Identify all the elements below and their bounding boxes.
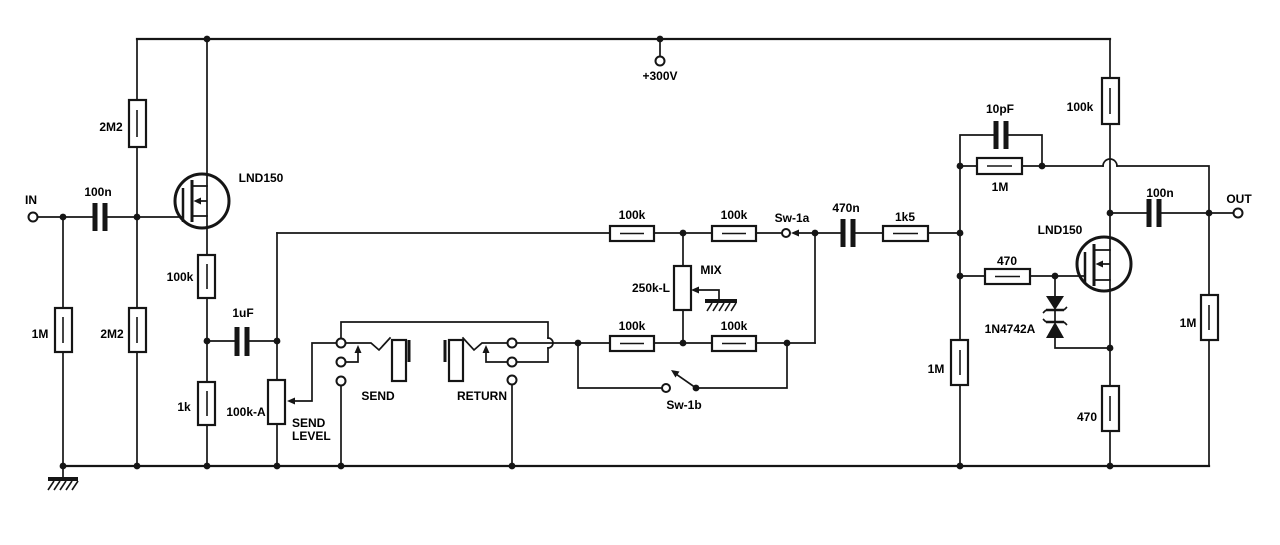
mosfet-q1: LND150 (173, 171, 284, 230)
resistor-2m2-bottom: 2M2 (100, 306, 148, 354)
potentiometer-mix: 250k-L MIX (632, 263, 737, 312)
junction-dots (59, 35, 1213, 470)
resistor-feedback-1m: 1M (975, 156, 1024, 194)
switch-sw1b-label: Sw-1b (666, 398, 701, 412)
resistor-gate-470: 470 (983, 254, 1032, 286)
resistor-2m2-top-label: 2M2 (99, 120, 123, 134)
send-level-caption-2: LEVEL (292, 429, 331, 443)
resistor-mix-top-left: 100k (608, 208, 656, 243)
send-ring-contact (335, 356, 347, 368)
mosfet-q2-label: LND150 (1038, 223, 1083, 237)
out-terminal-circle (1232, 207, 1244, 219)
capacitor-10pf-label: 10pF (986, 102, 1014, 116)
resistor-1k: 1k (177, 380, 217, 427)
mosfet-q1-label: LND150 (239, 171, 284, 185)
resistor-gate-470-label: 470 (997, 254, 1017, 268)
in-terminal-circle (27, 211, 39, 223)
return-tip-contact (506, 337, 518, 349)
supply-terminal: +300V (642, 55, 678, 83)
mosfet-q2: LND150 (1038, 223, 1133, 293)
resistor-1k5: 1k5 (881, 210, 930, 243)
supply-rail (135, 37, 1112, 57)
resistor-bias-1m: 1M (928, 338, 970, 387)
out-label: OUT (1226, 192, 1252, 206)
zener-1n4742a-label: 1N4742A (985, 322, 1036, 336)
capacitor-input-100n: 100n (84, 185, 112, 231)
ground-rail (47, 464, 1211, 491)
send-tip-contact (335, 337, 347, 349)
switch-sw1b: Sw-1b (661, 370, 702, 412)
capacitor-input-100n-label: 100n (84, 185, 111, 199)
in-label: IN (25, 193, 37, 207)
resistor-feedback-1m-label: 1M (992, 180, 1009, 194)
jack-send: SEND (335, 337, 411, 403)
jack-return: RETURN (443, 337, 518, 403)
return-ring-contact (506, 356, 518, 368)
resistor-input-1m-label: 1M (32, 327, 49, 341)
resistor-source-470-label: 470 (1077, 410, 1097, 424)
send-sleeve-contact (335, 375, 347, 387)
resistor-source-470: 470 (1077, 384, 1121, 433)
potentiometer-mix-value: 250k-L (632, 281, 670, 295)
jack-return-label: RETURN (457, 389, 507, 403)
resistor-drain-100k-label: 100k (1067, 100, 1094, 114)
resistor-mix-top-right-label: 100k (721, 208, 748, 222)
resistor-mix-top-left-label: 100k (619, 208, 646, 222)
resistor-1k-label: 1k (177, 400, 191, 414)
potentiometer-send-level-label: 100k-A (226, 405, 266, 419)
resistor-2m2-top: 2M2 (99, 98, 148, 149)
send-level-caption-1: SEND (292, 416, 326, 430)
supply-label: +300V (642, 69, 677, 83)
capacitor-470n-label: 470n (832, 201, 859, 215)
resistor-mix-bottom-right: 100k (710, 319, 758, 353)
resistor-output-1m-label: 1M (1180, 316, 1197, 330)
supply-terminal-circle (654, 55, 666, 67)
return-sleeve-contact (506, 374, 518, 386)
capacitor-output-100n: 100n (1146, 186, 1174, 227)
zener-1n4742a: 1N4742A (985, 296, 1068, 338)
input-terminal: IN (25, 193, 39, 223)
resistor-input-1m: 1M (32, 306, 74, 354)
resistor-mix-top-right: 100k (710, 208, 758, 243)
resistor-mix-bottom-left: 100k (608, 319, 656, 353)
capacitor-coupling-1uf: 1uF (232, 306, 254, 356)
resistor-mix-bottom-left-label: 100k (619, 319, 646, 333)
resistor-mix-bottom-right-label: 100k (721, 319, 748, 333)
wires (37, 38, 1234, 467)
potentiometer-mix-name: MIX (700, 263, 721, 277)
switch-sw1a: Sw-1a (775, 211, 810, 238)
switch-sw1b-contact (661, 383, 671, 393)
resistor-1k5-label: 1k5 (895, 210, 915, 224)
capacitor-coupling-1uf-label: 1uF (232, 306, 253, 320)
capacitor-470n: 470n (832, 201, 860, 247)
output-terminal: OUT (1226, 192, 1252, 219)
resistor-2m2-bottom-label: 2M2 (100, 327, 124, 341)
potentiometer-send-level: 100k-A SEND LEVEL (226, 378, 331, 443)
capacitor-10pf: 10pF (986, 102, 1014, 149)
resistor-source-100k-label: 100k (167, 270, 194, 284)
resistor-bias-1m-label: 1M (928, 362, 945, 376)
resistor-source-100k: 100k (167, 253, 217, 300)
resistor-drain-100k: 100k (1067, 76, 1121, 126)
capacitor-output-100n-label: 100n (1146, 186, 1173, 200)
switch-sw1a-contact (781, 228, 791, 238)
jack-send-label: SEND (361, 389, 395, 403)
resistor-output-1m: 1M (1180, 293, 1220, 342)
switch-sw1a-label: Sw-1a (775, 211, 810, 225)
